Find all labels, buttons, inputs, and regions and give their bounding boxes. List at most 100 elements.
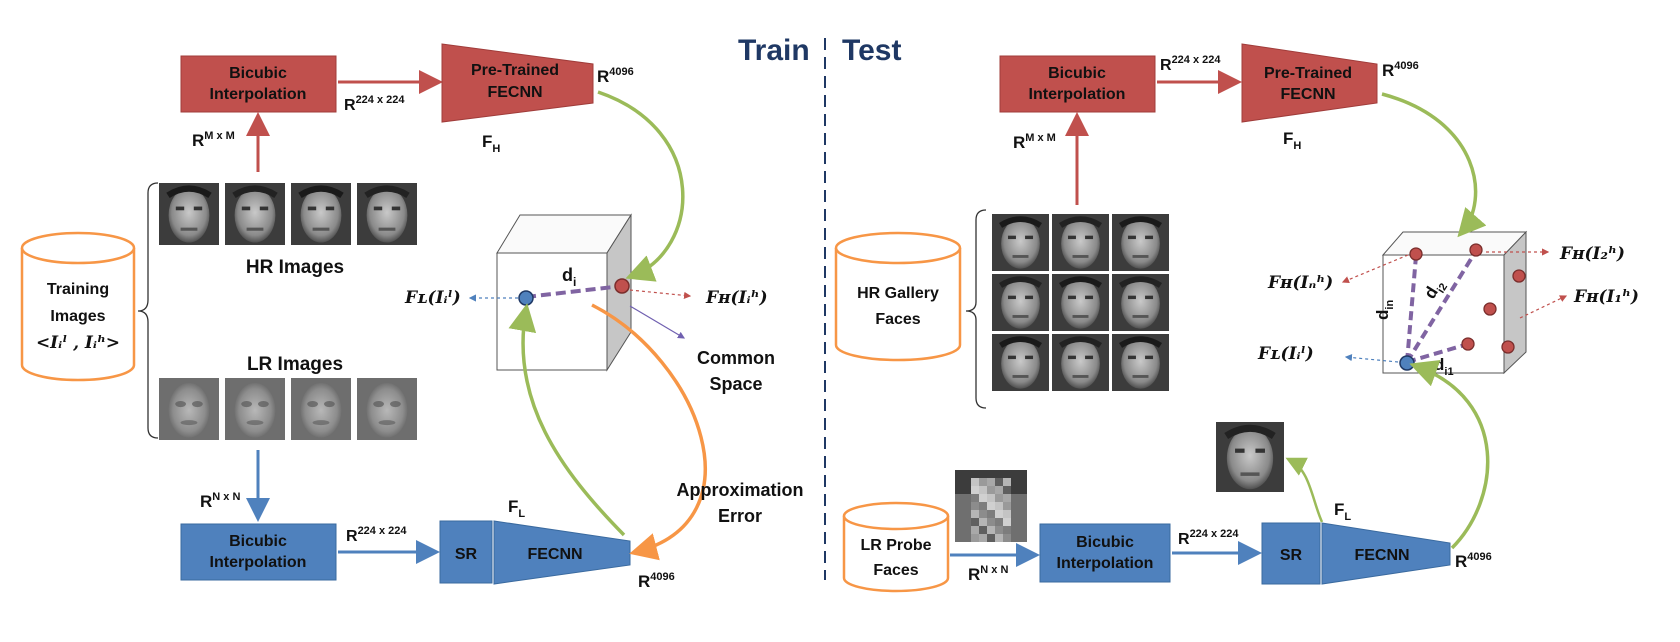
hr-images-label: HR Images — [246, 257, 344, 278]
face-thumbnail — [357, 378, 417, 440]
test-pretrained-label-1: Pre-Trained — [1264, 65, 1352, 82]
train-fl-point-label: Fʟ(Iᵢˡ) — [404, 288, 461, 308]
training-db-label-3: <Iᵢˡ , Iᵢʰ> — [36, 333, 120, 353]
face-thumbnail — [225, 378, 285, 440]
test-pretrained-label-2: FECNN — [1280, 86, 1335, 103]
face-thumbnail — [1052, 214, 1109, 271]
train-r4096-bot-label: R4096 — [638, 571, 675, 591]
train-di-label: di — [562, 265, 576, 289]
common-space-label-1: Common — [697, 348, 775, 368]
face-thumbnail — [992, 274, 1049, 331]
train-lr-feature-point — [518, 290, 534, 306]
lr-face-images — [159, 378, 417, 440]
gallery-feature-point — [1469, 243, 1483, 257]
face-thumbnail — [159, 378, 219, 440]
train-r224-top-label: R224 x 224 — [344, 94, 405, 114]
lr-probe-database — [842, 501, 950, 593]
face-thumbnail — [1112, 274, 1169, 331]
test-d-in-label: din — [1373, 300, 1396, 320]
train-hr-bicubic-label-2: Interpolation — [210, 86, 307, 103]
train-pretrained-fecnn-box — [441, 43, 594, 123]
test-distance-i1 — [1406, 342, 1469, 364]
train-fh-point-label: Fʜ(Iᵢʰ) — [705, 288, 767, 308]
training-images-database — [20, 231, 136, 382]
train-r224-bot-label: R224 x 224 — [346, 525, 407, 545]
face-thumbnail — [159, 183, 219, 245]
test-r-m-label: RM x M — [1013, 132, 1056, 152]
test-distance-in — [1405, 255, 1418, 363]
gallery-label-2: Faces — [875, 311, 920, 328]
face-thumbnail — [225, 183, 285, 245]
training-db-label-1: Training — [47, 281, 109, 298]
gallery-face-images — [992, 214, 1169, 391]
train-hr-bicubic-box — [180, 55, 337, 113]
sr-output-face-image — [1216, 422, 1284, 492]
face-thumbnail — [1112, 214, 1169, 271]
face-thumbnail — [1052, 274, 1109, 331]
train-hr-bicubic-label-1: Bicubic — [229, 65, 287, 82]
test-r224-bot-label: R224 x 224 — [1178, 528, 1239, 548]
approx-error-label-1: Approximation — [676, 480, 803, 500]
test-fl-pointer — [1344, 353, 1399, 363]
train-fl-label: FL — [508, 497, 525, 520]
test-hr-bicubic-box — [999, 55, 1156, 113]
test-fh-n-label: Fʜ(Iₙʰ) — [1267, 273, 1333, 293]
train-sr-box — [439, 520, 493, 584]
test-r4096-bot-label: R4096 — [1455, 551, 1492, 571]
lr-images-label: LR Images — [247, 354, 343, 375]
test-distance-i2 — [1405, 249, 1478, 364]
sr-output-arrow — [1285, 457, 1324, 523]
hr-face-images — [159, 183, 417, 245]
test-sr-box — [1261, 522, 1321, 585]
test-fl-point-label: Fʟ(Iᵢˡ) — [1257, 344, 1314, 364]
train-fecnn-label: FECNN — [527, 546, 582, 563]
train-r4096-top-label: R4096 — [597, 66, 634, 86]
training-brace — [137, 182, 159, 439]
face-thumbnail — [357, 183, 417, 245]
test-probe-feature-point — [1399, 355, 1415, 371]
train-lr-bicubic-label-2: Interpolation — [210, 554, 307, 571]
test-fh-1-pointer — [1519, 295, 1568, 319]
train-hr-feature-point — [614, 278, 630, 294]
test-fh-2-label: Fʜ(I₂ʰ) — [1559, 244, 1625, 264]
test-fl-label: FL — [1334, 500, 1351, 523]
train-r-n-label: RN x N — [200, 491, 240, 511]
test-hr-bicubic-label-2: Interpolation — [1029, 86, 1126, 103]
train-lr-bicubic-label-1: Bicubic — [229, 533, 287, 550]
common-space-label-2: Space — [709, 374, 762, 394]
face-thumbnail — [1052, 334, 1109, 391]
train-title: Train — [738, 34, 810, 67]
face-thumbnail — [1216, 422, 1284, 492]
face-thumbnail — [1112, 334, 1169, 391]
test-r4096-top-label: R4096 — [1382, 60, 1419, 80]
test-hr-to-cube-arrow — [1381, 92, 1487, 238]
test-sr-label: SR — [1280, 547, 1303, 564]
gallery-label-1: HR Gallery — [857, 285, 939, 302]
gallery-feature-point — [1501, 340, 1515, 354]
train-hr-point-pointer — [629, 289, 692, 299]
test-fh-label: FH — [1283, 129, 1301, 152]
test-lr-to-cube-arrow — [1409, 360, 1490, 550]
train-lr-to-cube-arrow — [508, 303, 626, 537]
test-title: Test — [842, 34, 901, 67]
train-lr-bicubic-box — [180, 523, 337, 581]
gallery-feature-point — [1483, 302, 1497, 316]
train-pretrained-label-1: Pre-Trained — [471, 62, 559, 79]
probe-label-2: Faces — [873, 562, 918, 579]
test-hr-bicubic-label-1: Bicubic — [1048, 65, 1106, 82]
gallery-feature-point — [1461, 337, 1475, 351]
gallery-feature-point — [1409, 247, 1423, 261]
test-lr-bicubic-label-1: Bicubic — [1076, 534, 1134, 551]
test-lr-bicubic-box — [1039, 523, 1171, 583]
test-r224-top-label: R224 x 224 — [1160, 54, 1221, 74]
common-space-pointer — [629, 305, 686, 339]
train-distance-line — [525, 284, 623, 299]
train-r-m-label: RM x M — [192, 130, 235, 150]
train-fecnn-box — [493, 520, 631, 585]
test-lr-bicubic-label-2: Interpolation — [1057, 555, 1154, 572]
test-pretrained-fecnn-box — [1241, 43, 1378, 123]
probe-label-1: LR Probe — [860, 537, 931, 554]
train-hr-to-cube-arrow — [597, 90, 685, 282]
test-r-n-label: RN x N — [968, 564, 1008, 584]
face-thumbnail — [291, 378, 351, 440]
